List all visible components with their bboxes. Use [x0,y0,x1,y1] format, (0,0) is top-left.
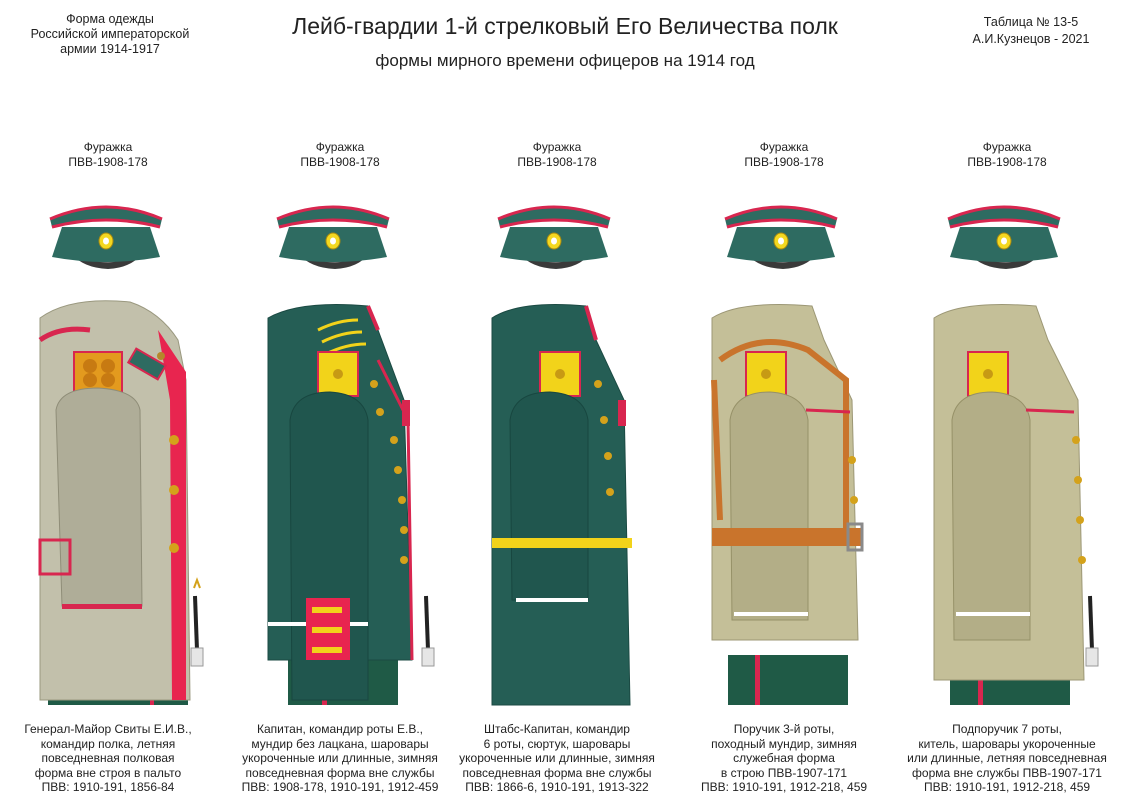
caption-line: ПВВ: 1910-191, 1856-84 [41,780,175,795]
header-left-line: Российской императорской [30,27,190,41]
figure-2-tunic [267,304,435,705]
table-number: Таблица № 13-5 [983,15,1079,29]
header-left-line: Форма одежды [66,12,154,26]
caption-figure-4: Поручик 3-й роты, походный мундир, зимня… [674,722,894,795]
cap-icon [48,205,164,271]
caption-line: служебная форма [733,751,835,766]
cap-title: Фуражка [83,140,133,154]
caption-line: в строю ПВВ-1907-171 [720,765,848,780]
caption-line: ПВВ: 1910-191, 1912-218, 459 [700,780,868,795]
caption-line: ПВВ: 1908-178, 1910-191, 1912-459 [241,780,439,795]
cap-label-3: Фуражка ПВВ-1908-178 [472,140,642,170]
author-year: А.И.Кузнецов - 2021 [972,32,1090,46]
caption-line: командир полка, летняя [40,736,176,751]
cap-label-2: Фуражка ПВВ-1908-178 [255,140,425,170]
caption-line: Поручик 3-й роты, [733,722,835,736]
cap-icon [723,205,839,271]
caption-line: повседневная полковая [41,751,175,766]
caption-line: ПВВ: 1910-191, 1912-218, 459 [923,780,1091,795]
cap-label-4: Фуражка ПВВ-1908-178 [699,140,869,170]
cap-title: Фуражка [315,140,365,154]
header-series-title: Форма одежды Российской императорской ар… [20,12,200,57]
caption-line: повседневная форма вне службы [462,765,652,780]
cap-title: Фуражка [982,140,1032,154]
page-title: Лейб-гвардии 1-й стрелковый Его Величест… [292,13,838,39]
caption-line: мундир без лацкана, шаровары [251,736,429,751]
caption-line: форма вне службы ПВВ-1907-171 [912,765,1102,780]
header-left-line: армии 1914-1917 [60,42,160,56]
caption-line: Штабс-Капитан, командир [484,722,630,736]
header-table-info: Таблица № 13-5 А.И.Кузнецов - 2021 [951,14,1111,48]
page-subtitle: формы мирного времени офицеров на 1914 г… [375,51,755,70]
caption-figure-5: Подпоручик 7 роты, китель, шаровары укор… [897,722,1117,795]
caption-figure-2: Капитан, командир роты Е.В., мундир без … [230,722,450,795]
figure-1-greatcoat [38,300,204,705]
caption-line: укороченные или длинные, зимняя [242,751,438,766]
caption-line: Генерал-Майор Свиты Е.И.В., [24,722,192,736]
cap-icon [275,205,391,271]
cap-icon [946,205,1062,271]
caption-line: походный мундир, зимняя [711,736,857,751]
caption-figure-3: Штабс-Капитан, командир 6 роты, сюртук, … [447,722,667,795]
cap-label-1: Фуражка ПВВ-1908-178 [23,140,193,170]
caption-line: или длинные, летняя повседневная [907,751,1107,766]
cap-icon [496,205,612,271]
cap-code: ПВВ-1908-178 [68,155,148,169]
caption-figure-1: Генерал-Майор Свиты Е.И.В., командир пол… [0,722,218,795]
caption-line: Капитан, командир роты Е.В., [256,722,424,736]
cap-code: ПВВ-1908-178 [517,155,597,169]
caption-line: укороченные или длинные, зимняя [459,751,655,766]
caption-line: форма вне строя в пальто [34,765,182,780]
cap-title: Фуражка [532,140,582,154]
figure-5-kitel [933,304,1099,705]
cap-code: ПВВ-1908-178 [744,155,824,169]
cap-code: ПВВ-1908-178 [300,155,380,169]
caption-line: Подпоручик 7 роты, [952,722,1062,736]
figure-3-frock-coat [491,304,632,706]
figure-4-field-tunic [711,304,864,705]
cap-code: ПВВ-1908-178 [967,155,1047,169]
caption-line: 6 роты, сюртук, шаровары [483,736,631,751]
cap-label-5: Фуражка ПВВ-1908-178 [922,140,1092,170]
caption-line: повседневная форма вне службы [245,765,435,780]
cap-title: Фуражка [759,140,809,154]
caption-line: ПВВ: 1866-6, 1910-191, 1913-322 [465,780,649,795]
caption-line: китель, шаровары укороченные [918,736,1096,751]
